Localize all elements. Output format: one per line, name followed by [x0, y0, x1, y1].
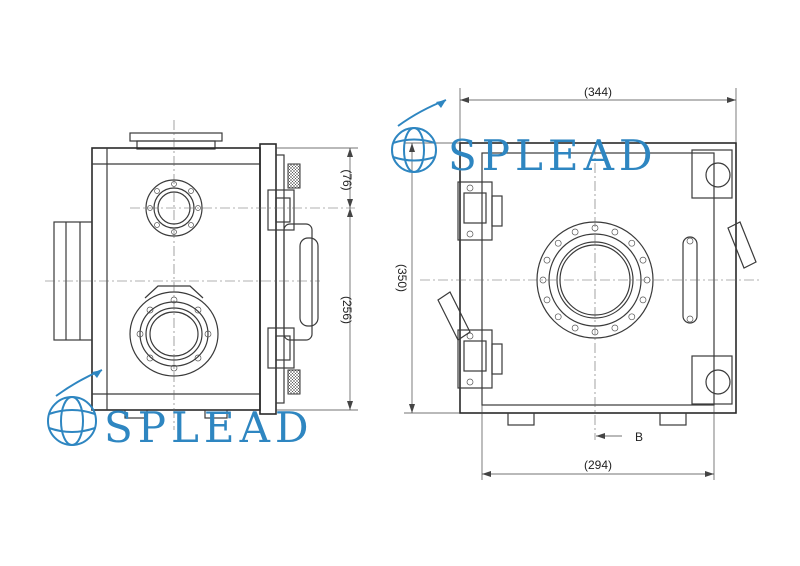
bolt-hole [571, 324, 579, 332]
bolt-hole [628, 239, 636, 247]
bolt-hole [639, 256, 647, 264]
bolt-hole [554, 313, 562, 321]
height-lower-dimension: (256) [340, 296, 354, 324]
splead-logo-bottom: SPLEAD [47, 369, 314, 452]
bolt-hole [611, 324, 619, 332]
splead-logo-top: SPLEAD [391, 99, 658, 180]
bottom-width-dimension: (294) [584, 458, 612, 472]
front-view [404, 88, 760, 480]
bolt-hole [639, 296, 647, 304]
bolt-hole [543, 256, 551, 264]
bolt-hole [571, 228, 579, 236]
view-label-b: B [635, 430, 643, 444]
top-width-dimension: (344) [584, 85, 612, 99]
bolt-hole [554, 239, 562, 247]
bolt-hole [543, 296, 551, 304]
side-view [45, 120, 358, 430]
splead-logo-text: SPLEAD [448, 131, 658, 180]
splead-logo-text: SPLEAD [104, 403, 314, 452]
height-total-dimension: (350) [395, 264, 409, 292]
bolt-hole [611, 228, 619, 236]
bolt-hole [628, 313, 636, 321]
height-upper-dimension: (76) [340, 169, 354, 190]
globe-rocket-icon [47, 369, 103, 446]
globe-rocket-icon [391, 99, 447, 173]
